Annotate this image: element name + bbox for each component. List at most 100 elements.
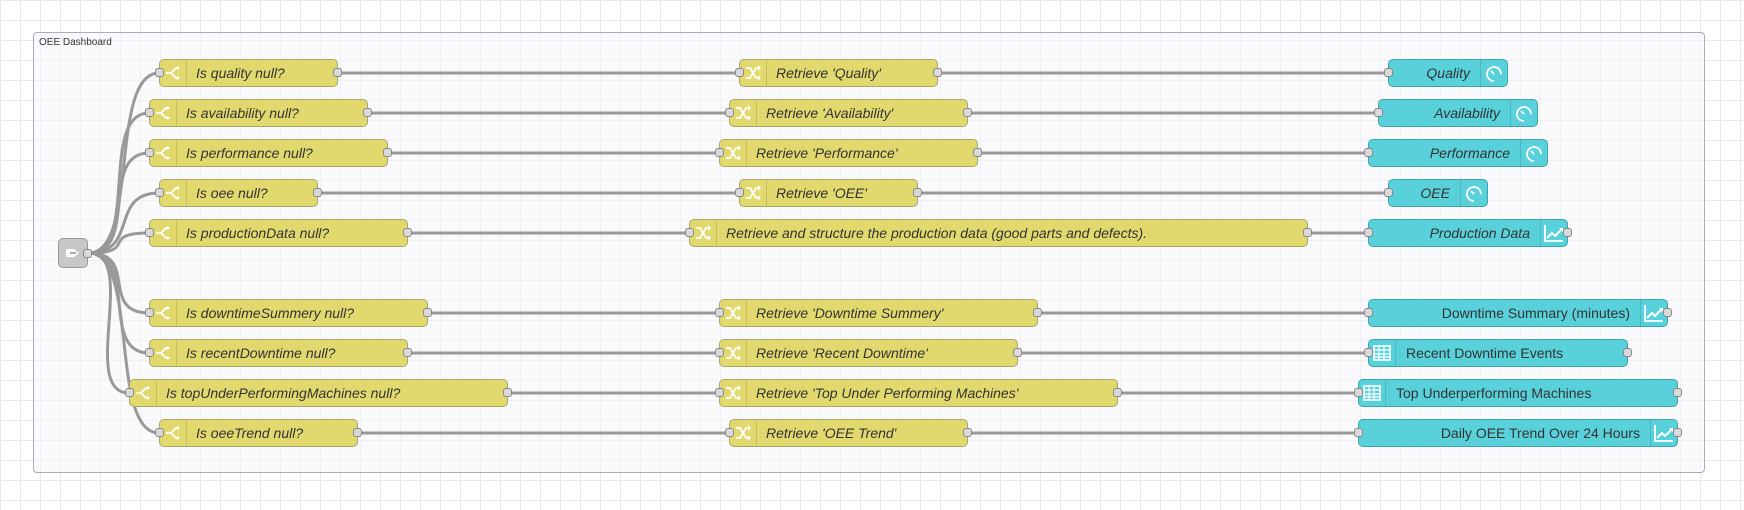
output-port[interactable] [1113, 388, 1122, 397]
output-port[interactable] [1623, 348, 1632, 357]
input-port[interactable] [1354, 388, 1363, 397]
change-node-1-label: Retrieve 'Availability' [766, 105, 894, 121]
change-node-4[interactable]: Retrieve and structure the production da… [685, 219, 1312, 247]
input-port[interactable] [685, 228, 694, 237]
gauge-icon [1510, 100, 1537, 126]
input-port[interactable] [715, 148, 724, 157]
output-port[interactable] [503, 388, 512, 397]
change-node-1[interactable]: Retrieve 'Availability' [725, 99, 972, 127]
output-port[interactable] [1563, 228, 1572, 237]
input-port[interactable] [725, 108, 734, 117]
output-port[interactable] [333, 68, 342, 77]
output-port[interactable] [1673, 428, 1682, 437]
output-port[interactable] [963, 428, 972, 437]
gauge-icon [1520, 140, 1547, 166]
dashboard-node-4[interactable]: Production Data [1364, 219, 1572, 247]
input-port[interactable] [715, 348, 724, 357]
change-node-8[interactable]: Retrieve 'OEE Trend' [725, 419, 972, 447]
switch-icon [160, 420, 187, 446]
input-port[interactable] [735, 188, 744, 197]
change-node-6[interactable]: Retrieve 'Recent Downtime' [715, 339, 1022, 367]
change-icon [720, 380, 747, 406]
input-port[interactable] [125, 388, 134, 397]
output-port[interactable] [313, 188, 322, 197]
switch-node-3[interactable]: Is oee null? [155, 179, 322, 207]
switch-node-5[interactable]: Is downtimeSummery null? [145, 299, 432, 327]
input-port[interactable] [715, 308, 724, 317]
dashboard-node-6-label: Recent Downtime Events [1406, 345, 1564, 361]
input-port[interactable] [1364, 308, 1373, 317]
input-port[interactable] [735, 68, 744, 77]
change-node-4-label: Retrieve and structure the production da… [726, 225, 1148, 241]
output-port[interactable] [383, 148, 392, 157]
switch-node-1[interactable]: Is availability null? [145, 99, 372, 127]
input-port[interactable] [1364, 148, 1373, 157]
dashboard-node-2[interactable]: Performance [1364, 139, 1548, 167]
output-port[interactable] [403, 348, 412, 357]
change-node-7[interactable]: Retrieve 'Top Under Performing Machines' [715, 379, 1122, 407]
output-port[interactable] [963, 108, 972, 117]
output-port[interactable] [973, 148, 982, 157]
output-port[interactable] [353, 428, 362, 437]
output-port[interactable] [423, 308, 432, 317]
output-port[interactable] [1013, 348, 1022, 357]
input-port[interactable] [1354, 428, 1363, 437]
input-port[interactable] [145, 228, 154, 237]
output-port[interactable] [363, 108, 372, 117]
dashboard-node-7[interactable]: Top Underperforming Machines [1354, 379, 1682, 407]
inject-node[interactable] [58, 238, 92, 268]
switch-node-6[interactable]: Is recentDowntime null? [145, 339, 412, 367]
dashboard-node-3-label: OEE [1420, 185, 1450, 201]
switch-node-2[interactable]: Is performance null? [145, 139, 392, 167]
input-port[interactable] [1364, 228, 1373, 237]
output-port[interactable] [403, 228, 412, 237]
dashboard-node-1-label: Availability [1434, 105, 1500, 121]
switch-node-0-label: Is quality null? [196, 65, 285, 81]
output-port[interactable] [1033, 308, 1042, 317]
change-icon [720, 340, 747, 366]
output-port[interactable] [1663, 308, 1672, 317]
change-node-5[interactable]: Retrieve 'Downtime Summery' [715, 299, 1042, 327]
dashboard-node-4-label: Production Data [1429, 225, 1530, 241]
input-port[interactable] [145, 348, 154, 357]
input-port[interactable] [155, 188, 164, 197]
dashboard-node-0-label: Quality [1426, 65, 1470, 81]
input-port[interactable] [155, 68, 164, 77]
switch-node-0[interactable]: Is quality null? [155, 59, 342, 87]
input-port[interactable] [1364, 348, 1373, 357]
dashboard-node-8[interactable]: Daily OEE Trend Over 24 Hours [1354, 419, 1682, 447]
change-node-0[interactable]: Retrieve 'Quality' [735, 59, 942, 87]
input-port[interactable] [145, 308, 154, 317]
chart-icon [1640, 300, 1667, 326]
input-port[interactable] [145, 108, 154, 117]
output-port[interactable] [1673, 388, 1682, 397]
input-port[interactable] [145, 148, 154, 157]
group-label: OEE Dashboard [39, 37, 112, 48]
input-port[interactable] [1384, 188, 1393, 197]
dashboard-node-1[interactable]: Availability [1374, 99, 1538, 127]
output-port[interactable] [1303, 228, 1312, 237]
table-icon [1369, 340, 1396, 366]
input-port[interactable] [715, 388, 724, 397]
switch-node-4[interactable]: Is productionData null? [145, 219, 412, 247]
chart-icon [1650, 420, 1677, 446]
switch-node-7[interactable]: Is topUnderPerformingMachines null? [125, 379, 512, 407]
switch-node-7-label: Is topUnderPerformingMachines null? [166, 385, 401, 401]
change-node-3[interactable]: Retrieve 'OEE' [735, 179, 922, 207]
output-port[interactable] [933, 68, 942, 77]
inject-icon [66, 249, 79, 257]
input-port[interactable] [155, 428, 164, 437]
inject-output-port[interactable] [83, 249, 92, 258]
dashboard-node-5[interactable]: Downtime Summary (minutes) [1364, 299, 1672, 327]
dashboard-node-6[interactable]: Recent Downtime Events [1364, 339, 1632, 367]
input-port[interactable] [1384, 68, 1393, 77]
output-port[interactable] [913, 188, 922, 197]
switch-node-8[interactable]: Is oeeTrend null? [155, 419, 362, 447]
input-port[interactable] [725, 428, 734, 437]
wire-inject-to-switch [88, 191, 160, 255]
dashboard-node-3[interactable]: OEE [1384, 179, 1488, 207]
dashboard-node-0[interactable]: Quality [1384, 59, 1508, 87]
change-node-2[interactable]: Retrieve 'Performance' [715, 139, 982, 167]
table-icon [1359, 380, 1386, 406]
input-port[interactable] [1374, 108, 1383, 117]
